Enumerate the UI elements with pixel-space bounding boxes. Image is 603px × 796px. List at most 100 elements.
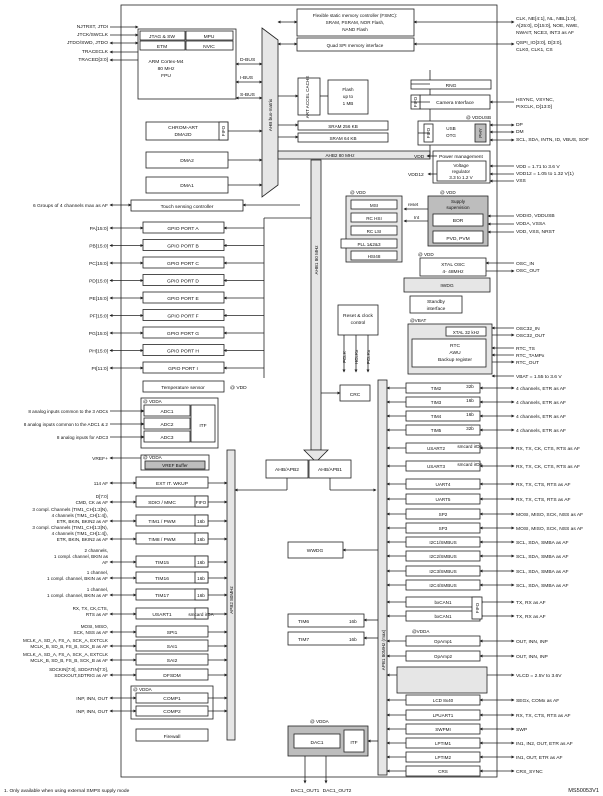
rtc-signal: RTC_TS [516,346,536,352]
peripheral-signal: 1 channel, [87,570,108,575]
pvd-label: PVD, PVM [446,236,469,242]
gpio-port: GPIO PORT DPD[15:0] [89,274,264,286]
peripheral-signal: SCL, SDA, SMBA as AF [516,583,568,589]
ahb-apb1-label: AHB/APB1 [318,467,342,473]
peripheral-signal: RX, TX, CTS, RTS as AF [516,482,570,488]
touch-signal: 6 Groups of 4 channels max as AF [33,203,108,209]
fifo-label: FIFO [475,602,480,613]
peripheral-tag: 32b [466,384,474,389]
xtal-osc-label: XTAL OSC [441,262,465,268]
ahb-apb2-label: AHB/APB2 [275,467,299,473]
gpio-port-label: GPIO PORT I [168,366,198,372]
core-block: JTAG & SW MPU ETM NVIC ARM Cortex-M4 80 … [137,28,263,100]
peripheral-label: CRS [438,769,448,774]
dbus-label: D-BUS [240,57,256,63]
gpio-port: GPIO PORT IPI[11:0] [92,361,264,374]
adc1-label: ADC1 [160,409,173,415]
sram1-label: SRAM 256 KB [328,124,358,129]
cpu-freq: 80 MHz [158,66,175,72]
peripheral-label: TIM15 [155,560,169,566]
dma2-label: DMA2 [180,158,194,164]
tim6-tag: 16b [349,619,357,624]
peripheral-signal: RX, TX, CTS, RTS as AF [516,497,570,503]
temp-label: Temperature sensor [161,385,205,391]
gpio-port: GPIO PORT CPC[15:0] [89,256,264,269]
peripheral-signal: MCLK_A, SD_A, FS_A, SCK_A, EXTCLK [23,652,109,657]
peripheral-label: OpAmp2 [434,654,453,659]
power-signal: VSS [516,178,527,184]
standby-label: interface [427,306,446,312]
crc-label: CRC [350,392,361,398]
peripheral-signal: SCL, SDA, SMBA as AF [516,569,568,575]
osc-signal: OSC_OUT [516,268,540,274]
gpio-list: GPIO PORT APA[15:0]GPIO PORT BPB[15:0]GP… [89,221,264,374]
xtal32-label: XTAL 32 kHz [453,330,480,335]
flash-size: 1 MB [343,101,354,106]
tim7-label: TIM7 [298,637,309,643]
footnote: 1. Only available when using external SM… [4,788,130,794]
core-signals: NJTRST, JTDI JTCK/SWCLK JTDO/SWD, JTDO T… [67,24,139,63]
vref-block: VREF+ @ VDDA VREF Buffer [92,454,210,471]
core-signal: JTDO/SWD, JTDO [67,40,108,46]
vref-label: VREF Buffer [162,463,188,468]
ahb-bus-matrix: AHB bus-matrix [261,27,279,198]
peripheral-label: SPI1 [167,630,178,636]
supply-label: supervision [446,205,470,210]
adc-signal: 8 analog inputs common to the 3 ADCs [28,409,108,414]
adc-signal: 8 analog inputs common to the ADC1 & 2 [24,422,109,427]
camera-label: Camera Interface [436,100,474,106]
peripheral-signal: IN1, OUT, ETR as AF [516,755,562,761]
fifo-label: FIFO [221,125,226,136]
ibus-label: I-BUS [240,75,254,81]
gpio-port: GPIO PORT EPE[15:0] [89,291,264,304]
ahb1-bus: AHB1 80 MHz [303,159,329,463]
peripheral-tag: 16b [197,537,205,542]
touch-label: Touch sensing controller [161,204,214,210]
peripheral-label: UART4 [436,482,451,487]
gpio-pins: PA[15:0] [90,226,109,232]
dac1-label: DAC1 [310,740,323,746]
dac-itf: ITF [350,740,357,746]
ahb1-label: AHB1 80 MHz [314,245,319,275]
right-upper-block: RNG Camera Interface FIFO HSYNC, VSYNC, … [410,79,589,146]
peripheral-label: USART1 [152,612,171,618]
peripheral-signal: 1 compl. channel, BKIN as [54,554,109,559]
bor-label: BOR [453,218,464,224]
gpio-port-label: GPIO PORT A [167,226,199,232]
rcc-label: control [351,320,366,326]
adc-itf: ITF [199,423,206,429]
gpio-pins: PG[15:0] [89,331,109,337]
power-signal: VDD12 = 1.05 to 1.32 V(1) [516,171,574,177]
flash-label: Flash [342,87,354,92]
gpio-port: GPIO PORT A PA[15:0] [90,221,264,234]
peripheral-label: DFSDM [163,673,180,679]
peripheral-tag: smcard irDA [457,444,483,449]
core-signal: TRACED[3:0] [78,57,108,63]
peripheral-label: TIM2 [431,386,442,391]
gpio-pins: PC[15:0] [89,261,109,267]
oscillator-block: @ VDD MSI RC HSI RC LSI PLL 1&2&3 HSI48 … [340,190,540,314]
peripheral-signal: AF [102,560,108,565]
peripheral-signal: MCLK_B, SD_B, FS_B, SCK_B as AF [30,658,108,663]
gpio-pins: PD[15:0] [89,279,109,285]
tim7-tag: 16b [349,637,357,642]
vref-vdda: @ VDDA [143,455,163,460]
peripheral-label: SP2 [439,512,448,517]
apb2-bus: APB2 80MHz [226,449,236,741]
peripheral-signal: CRS_SYNC [516,769,543,775]
fsmc-label: SRAM, PSRAM, NOR Flash, [326,20,385,25]
comp-signal: INP, INN, OUT [76,709,108,715]
apb1-label: APB1 80MHz (max) [381,629,386,670]
mpu-label: MPU [204,34,215,40]
